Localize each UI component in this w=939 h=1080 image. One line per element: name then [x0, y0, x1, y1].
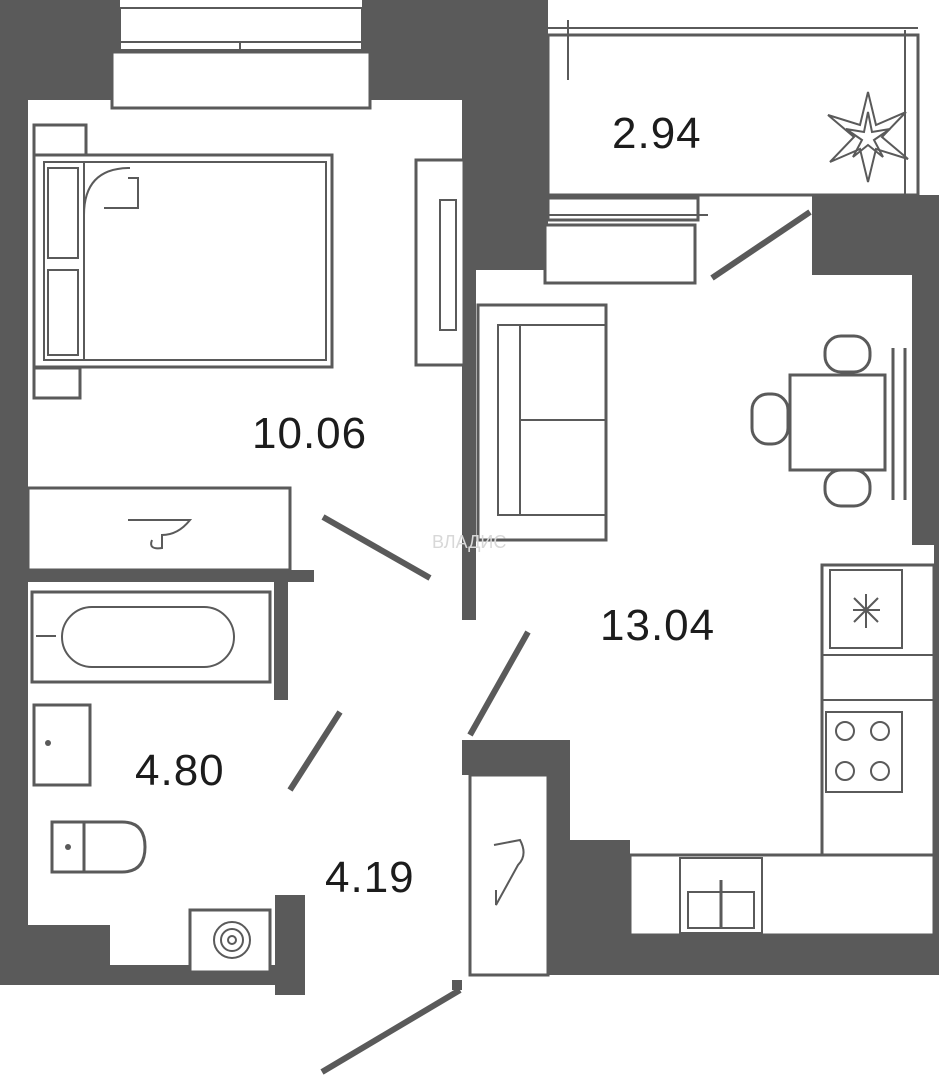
living-kitchen-area-label: 13.04 [600, 601, 715, 650]
plant-icon [827, 91, 909, 183]
hallway-area-label: 4.19 [325, 853, 415, 902]
balcony [543, 20, 920, 285]
balcony-area-label: 2.94 [612, 109, 702, 158]
washing-machine-icon [188, 908, 272, 974]
closet [468, 773, 550, 977]
sink-icon [128, 519, 193, 550]
fridge-icon [829, 569, 903, 649]
walls [0, 0, 939, 995]
bathroom-fixtures [26, 486, 292, 974]
bedroom-window [110, 7, 372, 110]
living-furniture [476, 303, 907, 542]
watermark: ВЛАДИС [432, 532, 506, 552]
bathroom-area-label: 4.80 [135, 746, 225, 795]
bedroom-area-label: 10.06 [252, 409, 367, 458]
hanger-icon [493, 838, 525, 906]
bedroom-furniture [32, 123, 466, 400]
toilet-icon [50, 820, 147, 874]
sink-icon [679, 857, 763, 934]
kitchen-units [628, 563, 936, 937]
doors [287, 209, 812, 1075]
stove-icon [825, 711, 903, 793]
